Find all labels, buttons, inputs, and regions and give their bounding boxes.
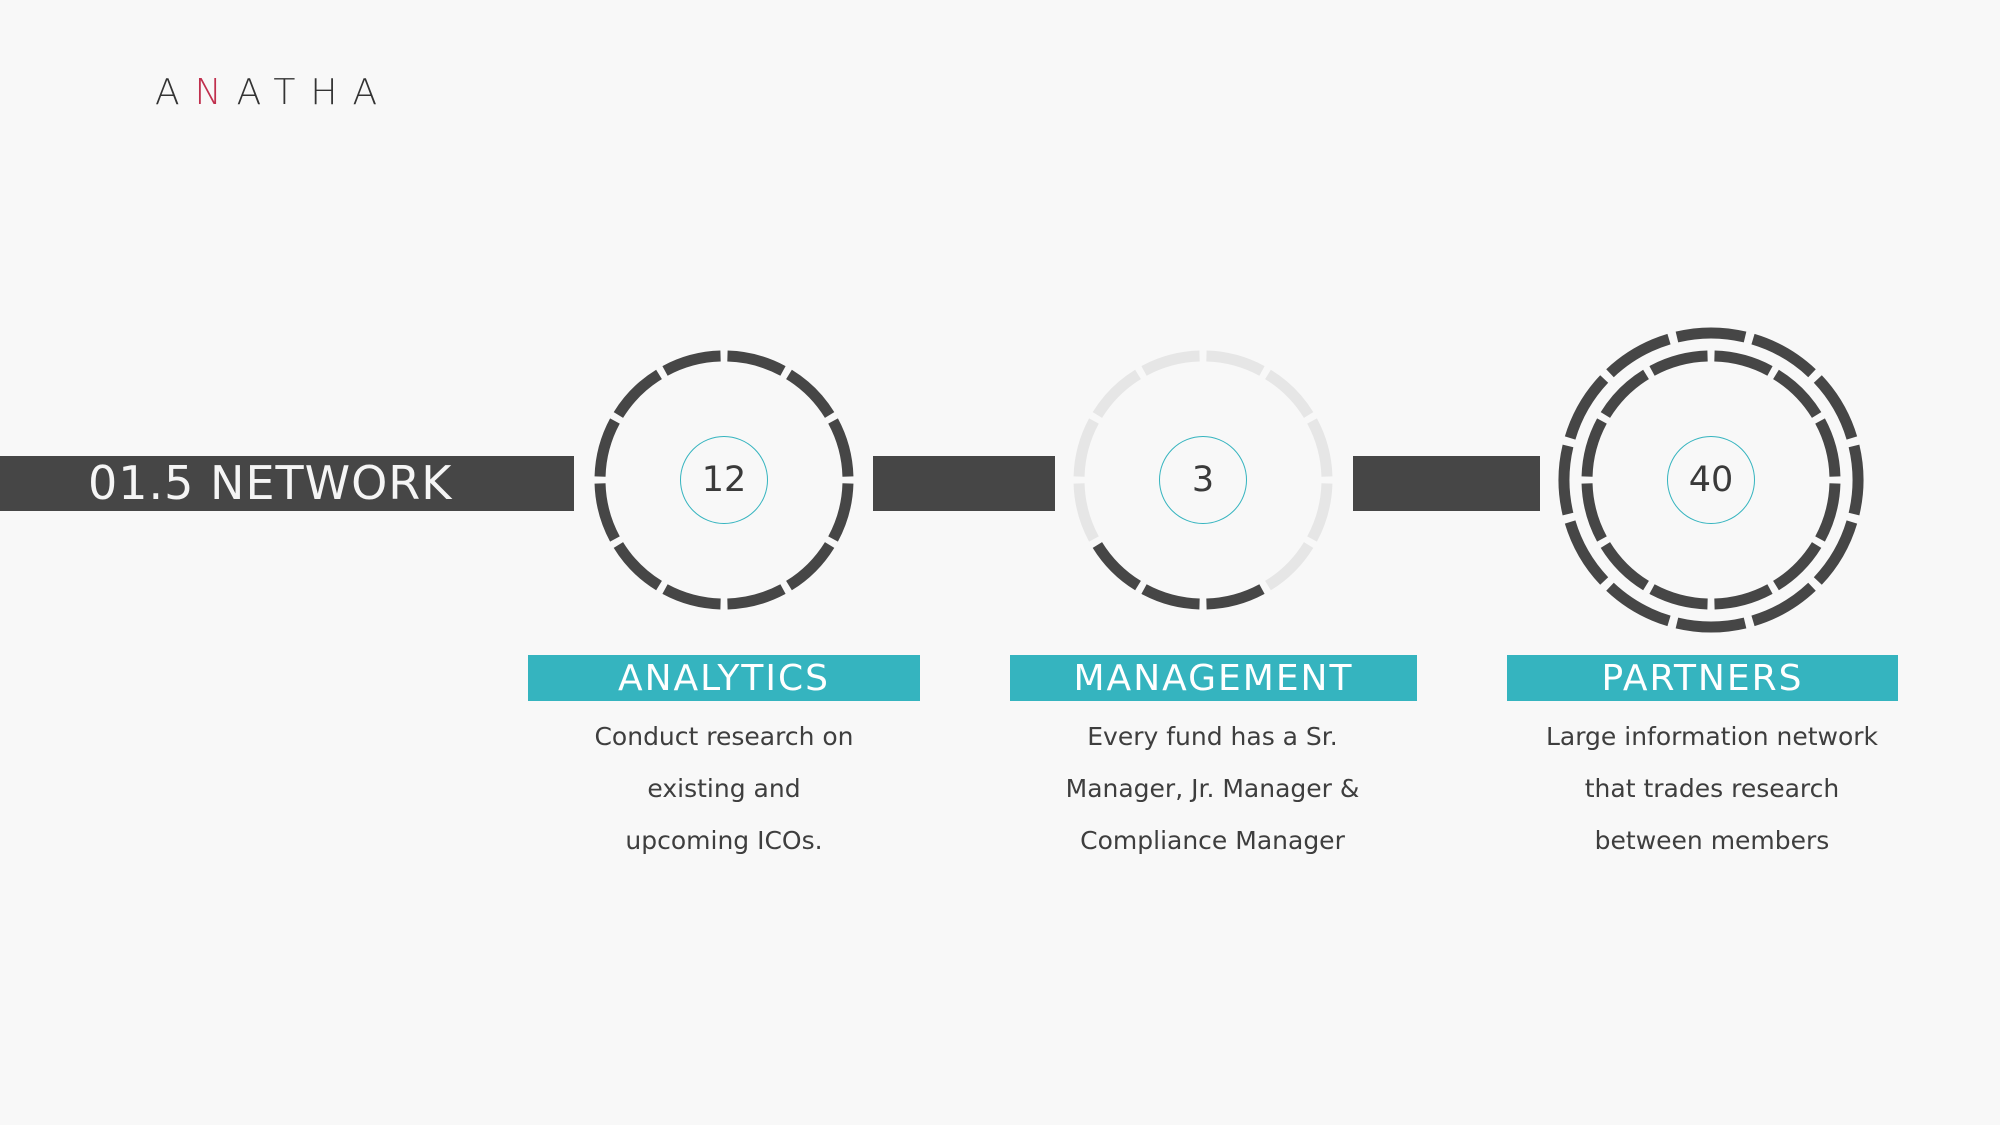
node-analytics-description: Conduct research on existing and upcomin… [594,722,854,855]
ring-partners-outer-segment-4 [1751,582,1816,627]
ring-analytics-segment-7 [613,541,663,591]
node-partners-value: 40 [1688,460,1734,500]
node-partners-value-circle: 40 [1667,436,1755,524]
ring-analytics-segment-1 [785,369,835,419]
node-management-value-circle: 3 [1159,436,1247,524]
ring-management-segment-9 [1073,418,1099,477]
connector-1-2 [873,456,1055,511]
node-partners-label: PARTNERS [1507,655,1898,701]
ring-partners-inner-segment-7 [1600,541,1650,591]
ring-analytics-segment-11 [662,350,721,376]
section-title: 01.5 NETWORK [88,456,453,510]
ring-partners-inner-segment-1 [1772,369,1822,419]
ring-partners-outer-segment-1 [1813,375,1858,440]
node-analytics-label: ANALYTICS [528,655,920,701]
ring-partners-outer-segment-10 [1606,333,1671,378]
ring-partners-outer-segment-5 [1675,617,1747,633]
node-management-value: 3 [1191,460,1215,500]
ring-partners [1558,327,1864,633]
node-analytics-value: 12 [701,460,747,500]
ring-partners-inner-segment-5 [1714,584,1773,610]
node-partners-description: Large information network that trades re… [1545,722,1879,855]
ring-analytics-segment-9 [594,418,620,477]
ring-analytics-segment-10 [613,369,663,419]
ring-partners-inner-segment-9 [1581,418,1607,477]
ring-analytics-segment-3 [828,483,854,542]
anatha-logo: ANATHA [155,72,393,113]
ring-management-segment-11 [1141,350,1200,376]
ring-partners-outer-segment-7 [1564,520,1609,585]
ring-partners-outer-segment-3 [1813,520,1858,585]
ring-partners-inner-segment-11 [1649,350,1708,376]
ring-partners-inner-segment-10 [1600,369,1650,419]
ring-management-segment-1 [1264,369,1314,419]
ring-partners-inner-segment-0 [1714,350,1773,376]
ring-management-segment-6 [1141,584,1200,610]
ring-management-segment-8 [1073,483,1099,542]
ring-management-segment-10 [1092,369,1142,419]
ring-analytics-segment-4 [785,541,835,591]
ring-management-segment-3 [1307,483,1333,542]
ring-partners-inner-segment-3 [1815,483,1841,542]
section-title-bar [0,456,574,511]
ring-partners-inner-segment-6 [1649,584,1708,610]
ring-partners-inner-segment-8 [1581,483,1607,542]
ring-analytics-segment-0 [727,350,786,376]
ring-management-segment-0 [1206,350,1265,376]
node-analytics-value-circle: 12 [680,436,768,524]
node-management-label: MANAGEMENT [1010,655,1417,701]
ring-partners-outer-segment-9 [1564,375,1609,440]
ring-partners-inner-segment-4 [1772,541,1822,591]
ring-partners-outer-segment-8 [1558,444,1574,516]
ring-analytics-segment-2 [828,418,854,477]
ring-analytics-segment-8 [594,483,620,542]
connector-2-3 [1353,456,1540,511]
ring-partners-outer-segment-0 [1751,333,1816,378]
ring-management-segment-2 [1307,418,1333,477]
ring-partners-inner-segment-2 [1815,418,1841,477]
ring-management [1073,350,1333,610]
ring-partners-outer-segment-2 [1848,444,1864,516]
ring-partners-outer-segment-11 [1675,327,1747,343]
ring-analytics [594,350,854,610]
ring-management-segment-7 [1092,541,1142,591]
ring-management-segment-5 [1206,584,1265,610]
ring-management-segment-4 [1264,541,1314,591]
node-management-description-text: Every fund has a Sr. Manager, Jr. Manage… [1065,722,1360,855]
ring-partners-outer-segment-6 [1606,582,1671,627]
ring-analytics-segment-5 [727,584,786,610]
ring-analytics-segment-6 [662,584,721,610]
